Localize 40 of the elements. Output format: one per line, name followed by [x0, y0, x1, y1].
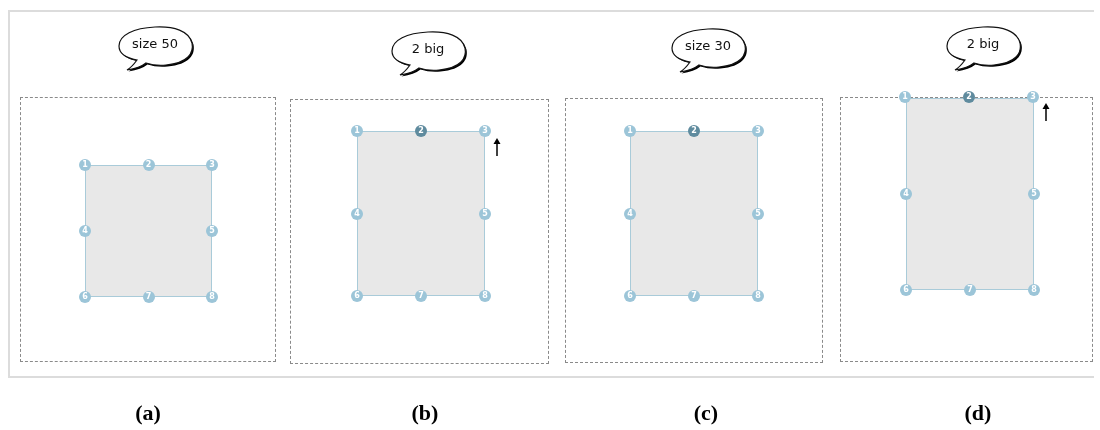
numbered-handle: 3: [206, 159, 218, 171]
numbered-handle: 1: [79, 159, 91, 171]
dashed-frame: [20, 97, 276, 362]
bubble-text: size 50: [131, 36, 179, 51]
numbered-handle: 8: [1028, 284, 1040, 296]
numbered-handle: 2: [688, 125, 700, 137]
numbered-handle: 2: [142, 159, 155, 171]
numbered-handle: 6: [624, 290, 636, 302]
panel-caption: (b): [410, 400, 440, 426]
numbered-handle: 4: [351, 207, 363, 220]
numbered-handle: 1: [899, 91, 911, 103]
speech-bubble: [669, 27, 747, 73]
numbered-handle: 6: [900, 284, 912, 296]
dashed-frame: [840, 97, 1093, 362]
numbered-handle: 2: [963, 91, 975, 103]
panel-caption: (a): [134, 400, 162, 426]
speech-bubble: [116, 25, 194, 71]
bubble-text: 2 big: [410, 41, 446, 56]
numbered-handle: 3: [479, 125, 491, 137]
numbered-handle: 8: [206, 291, 218, 303]
speech-bubble: [944, 25, 1022, 71]
numbered-handle: 8: [479, 290, 491, 302]
numbered-handle: 3: [1027, 91, 1039, 103]
panel-caption: (c): [692, 400, 720, 426]
numbered-handle: 6: [351, 290, 363, 302]
bubble-text: size 30: [684, 38, 732, 53]
numbered-handle: 4: [900, 188, 912, 200]
speech-bubble: [389, 30, 467, 76]
numbered-handle: 2: [415, 125, 427, 137]
numbered-handle: 1: [351, 125, 363, 137]
bubble-text: 2 big: [965, 36, 1001, 51]
dashed-frame: [565, 98, 823, 363]
numbered-handle: 3: [752, 125, 764, 137]
numbered-handle: 8: [752, 290, 764, 302]
numbered-handle: 6: [79, 291, 91, 303]
dashed-frame: [290, 99, 549, 364]
panel-caption: (d): [963, 400, 993, 426]
numbered-handle: 4: [624, 207, 636, 220]
numbered-handle: 4: [79, 225, 91, 237]
numbered-handle: 1: [624, 125, 636, 137]
